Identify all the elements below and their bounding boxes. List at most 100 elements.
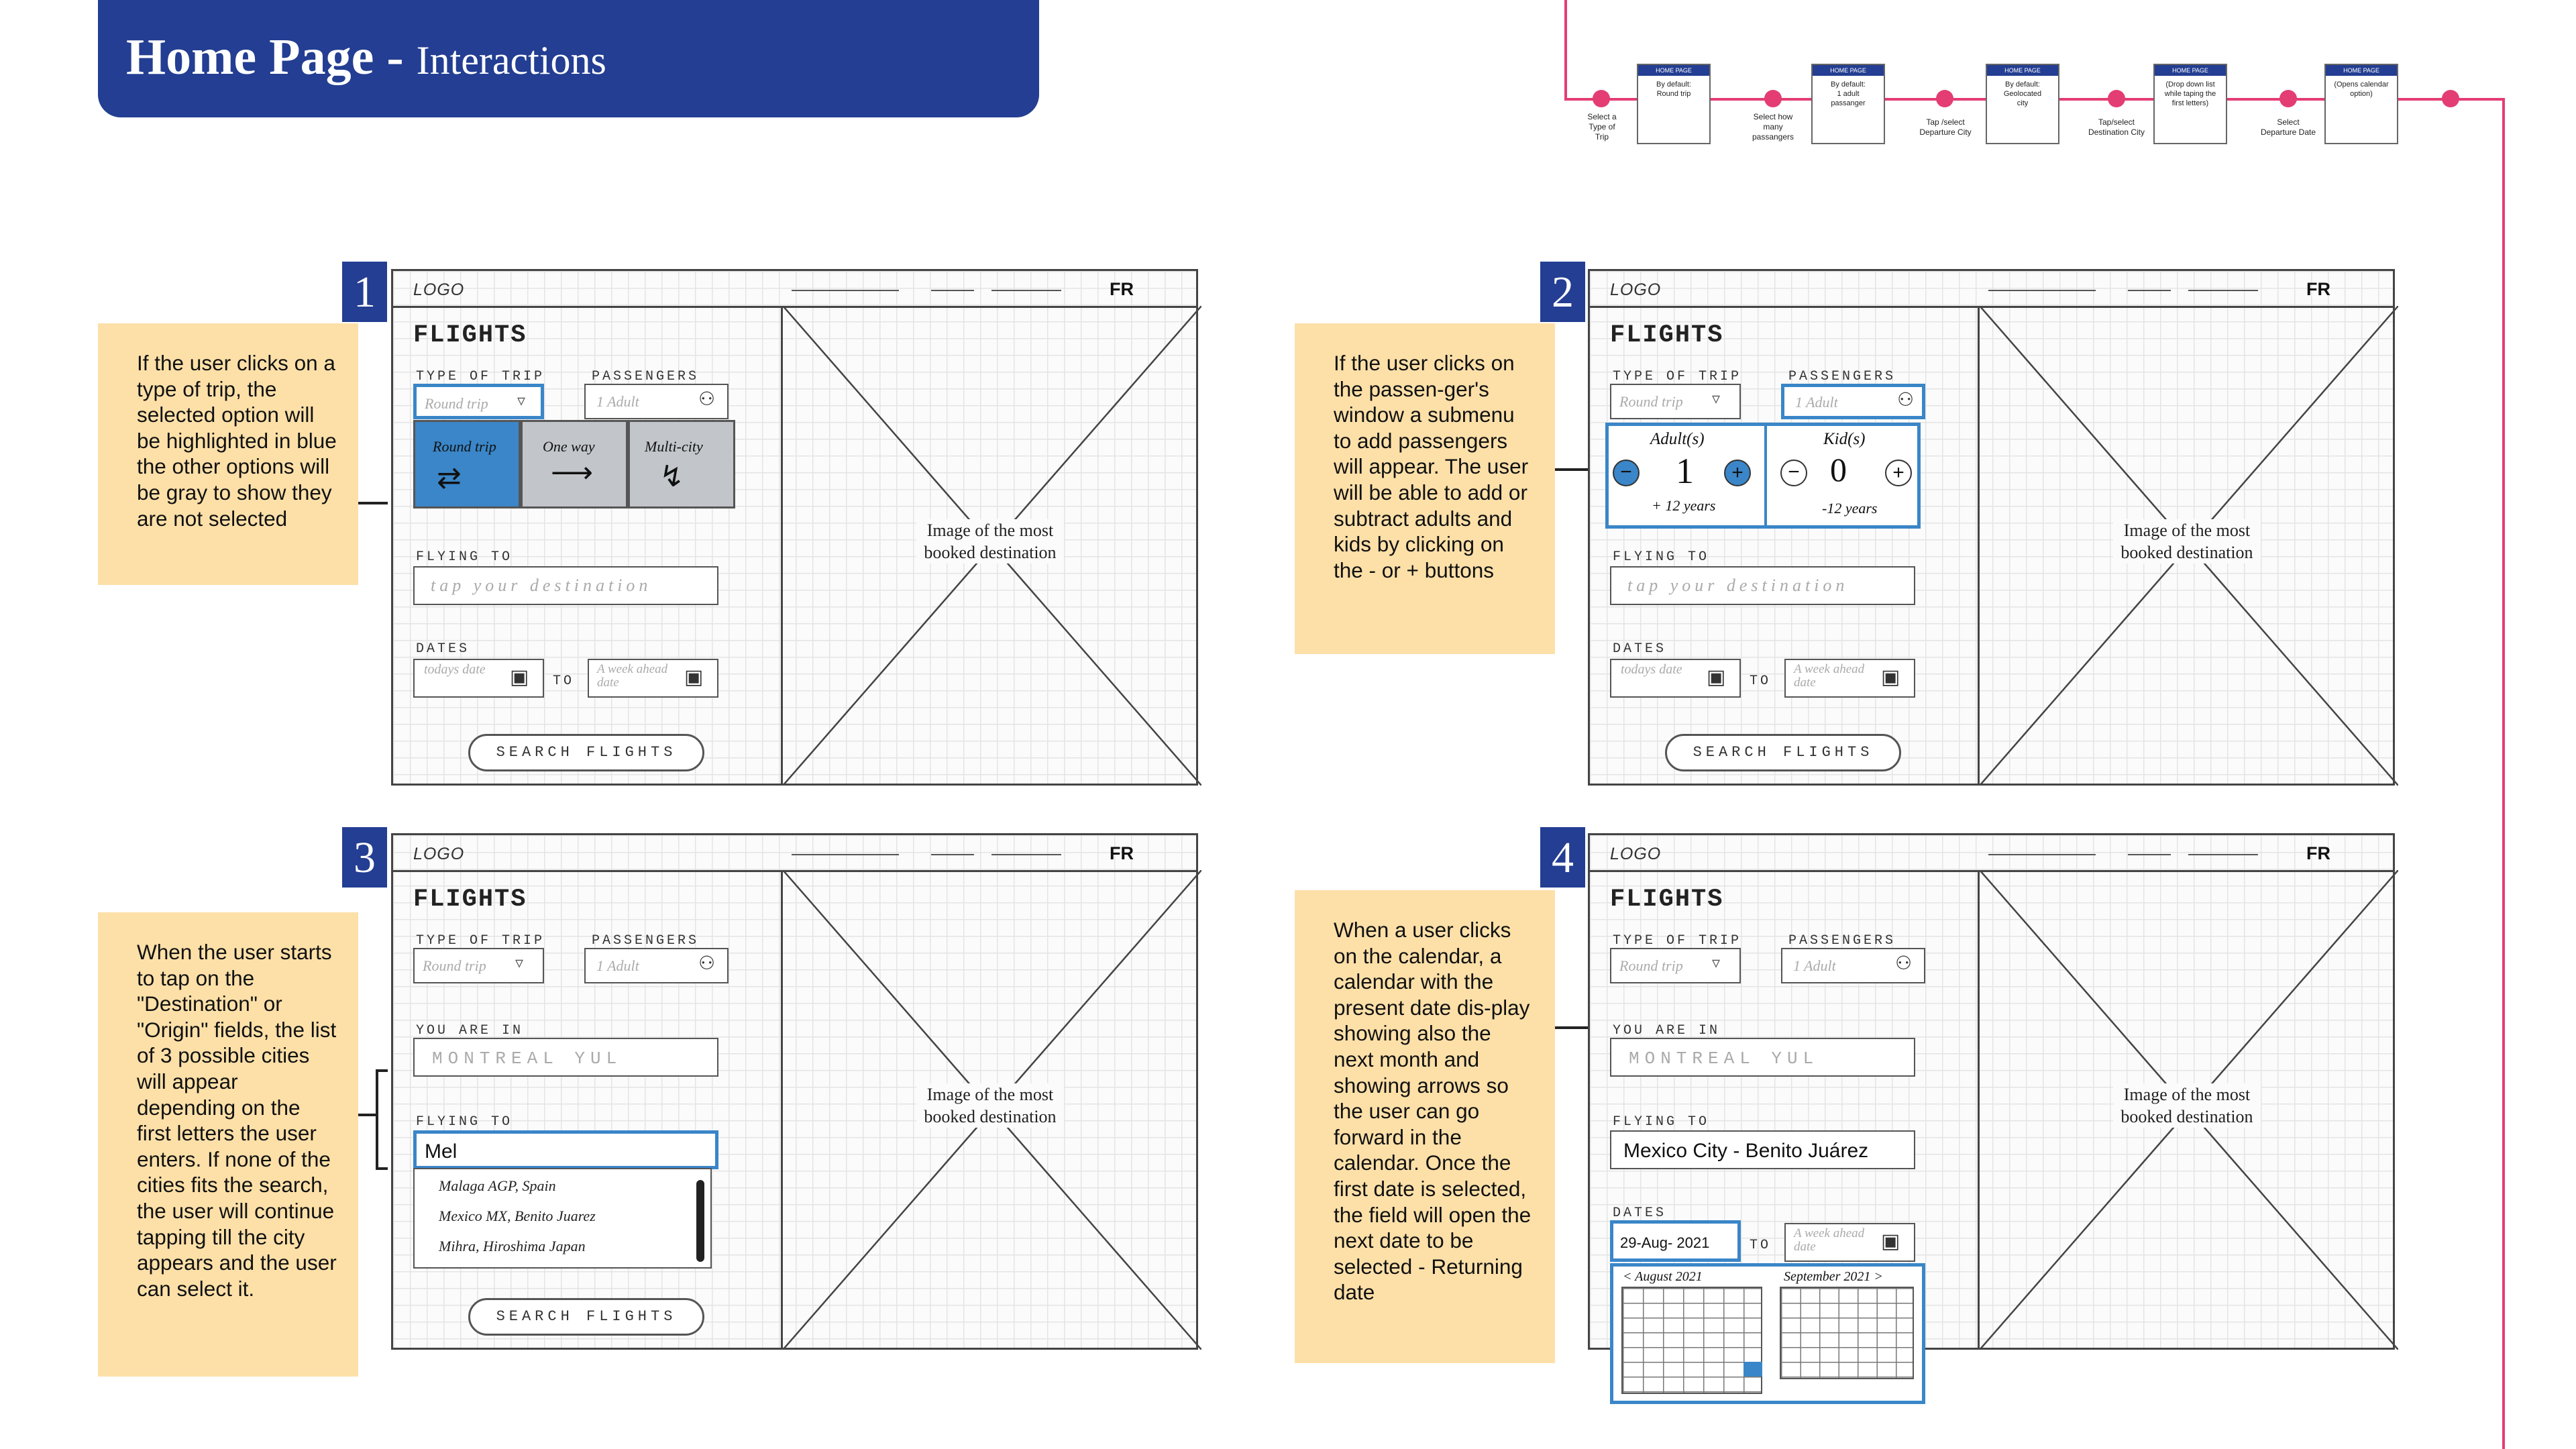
flow-box-text: By default: Round trip [1656, 80, 1691, 98]
date-from-value: 29-Aug- 2021 [1620, 1234, 1710, 1251]
title-bar: Home Page - Interactions [98, 0, 1039, 117]
wireframe-2: LOGO FR FLIGHTS TYPE OF TRIP PASSENGERS … [1588, 269, 2399, 786]
option-multi-city[interactable]: Multi-city ↯ [628, 420, 735, 508]
passengers-select[interactable]: 1 Adult ⚇ [584, 948, 729, 983]
option-label: Multi-city [645, 438, 703, 455]
search-flights-button[interactable]: SEARCH FLIGHTS [468, 734, 704, 771]
flow-box-3: HOME PAGE By default: Geolocated city [1986, 64, 2059, 144]
flow-box-text: (Drop down list while taping the first l… [2164, 80, 2216, 107]
adults-plus-button[interactable]: + [1724, 460, 1751, 486]
trip-type-select[interactable]: Round trip ▿ [413, 384, 544, 419]
date-from-input[interactable]: 29-Aug- 2021 [1610, 1220, 1741, 1262]
adults-label: Adult(s) [1650, 430, 1705, 448]
date-to-input[interactable]: A week ahead date ▣ [1784, 659, 1915, 698]
step-number-3: 3 [342, 827, 387, 888]
to-label: TO [1750, 674, 1772, 689]
calendar-icon: ▣ [1707, 666, 1726, 688]
trip-type-select[interactable]: Round trip ▿ [1610, 948, 1741, 983]
calendar-grid-august[interactable] [1621, 1287, 1762, 1394]
flow-step-5: Select Departure Date [2260, 117, 2316, 137]
search-flights-button[interactable]: SEARCH FLIGHTS [468, 1298, 704, 1336]
flow-box-text: By default: Geolocated city [2003, 80, 2042, 107]
kids-minus-button[interactable]: − [1780, 460, 1807, 486]
origin-input[interactable]: MONTREAL YUL [413, 1038, 718, 1077]
note-text: When the user starts to tap on the "Dest… [137, 940, 337, 1301]
destination-input[interactable]: tap your destination [1610, 566, 1915, 605]
wf-logo: LOGO [1610, 280, 1662, 299]
kids-plus-button[interactable]: + [1885, 460, 1912, 486]
passengers-select[interactable]: 1 Adult ⚇ [1781, 384, 1925, 419]
calendar-icon: ▣ [1881, 666, 1900, 688]
calendar-month-next[interactable]: September 2021 > [1784, 1269, 1883, 1284]
calendar-grid-september[interactable] [1780, 1287, 1914, 1379]
flow-dot [2108, 90, 2125, 107]
image-caption: Image of the most booked destination [916, 519, 1064, 564]
passengers-label: PASSENGERS [592, 369, 700, 384]
date-from-input[interactable]: todays date ▣ [413, 659, 544, 698]
city-suggestion[interactable]: Mihra, Hiroshima Japan [439, 1238, 586, 1254]
pax-value: 1 Adult [1793, 957, 1836, 974]
option-one-way[interactable]: One way ⟶ [521, 420, 628, 508]
flights-heading: FLIGHTS [413, 885, 527, 914]
calendar-icon: ▣ [510, 666, 529, 688]
flow-box-1: HOME PAGE By default: Round trip [1637, 64, 1711, 144]
nav-line [1988, 290, 2096, 291]
wf-logo: LOGO [1610, 845, 1662, 863]
passengers-select[interactable]: 1 Adult ⚇ [1781, 948, 1925, 983]
you-are-in-label: YOU ARE IN [1613, 1023, 1721, 1038]
wireframe-4: LOGO FR FLIGHTS TYPE OF TRIP PASSENGERS … [1588, 833, 2399, 1404]
city-suggestion[interactable]: Malaga AGP, Spain [439, 1177, 556, 1194]
pax-value: 1 Adult [596, 393, 639, 410]
city-suggestion[interactable]: Mexico MX, Benito Juarez [439, 1208, 596, 1224]
destination-input[interactable]: Mel [413, 1130, 718, 1169]
connector-bracket [376, 1167, 388, 1170]
flow-box-text: By default: 1 adult passanger [1831, 80, 1866, 107]
calendar-popup: < August 2021 September 2021 > [1610, 1263, 1925, 1404]
language-button[interactable]: FR [2306, 279, 2330, 299]
destination-placeholder: tap your destination [431, 576, 652, 595]
chevron-down-icon: ▿ [1712, 390, 1721, 408]
language-button[interactable]: FR [2306, 843, 2330, 863]
flow-dot [1764, 90, 1782, 107]
passengers-label: PASSENGERS [1788, 933, 1896, 949]
wf-header [1590, 835, 2393, 872]
title-subtitle: Interactions [416, 38, 606, 83]
date-from-placeholder: todays date [1621, 662, 1682, 677]
trip-type-select[interactable]: Round trip ▿ [413, 948, 544, 983]
flights-heading: FLIGHTS [1610, 885, 1724, 914]
origin-input[interactable]: MONTREAL YUL [1610, 1038, 1915, 1077]
adults-minus-button[interactable]: − [1613, 460, 1640, 486]
note-text: If the user clicks on a type of trip, th… [137, 351, 337, 531]
chevron-down-icon: ▿ [515, 954, 524, 972]
calendar-icon: ▣ [684, 666, 704, 688]
origin-value: MONTREAL YUL [432, 1049, 623, 1069]
submenu-divider [1764, 426, 1767, 525]
date-to-placeholder: A week ahead date [1794, 1226, 1865, 1254]
note-text: When a user clicks on the calendar, a ca… [1334, 918, 1532, 1305]
date-to-input[interactable]: A week ahead date ▣ [588, 659, 718, 698]
language-button[interactable]: FR [1110, 843, 1134, 863]
selected-date-cell[interactable] [1743, 1362, 1762, 1377]
connector-bracket [376, 1069, 378, 1170]
step-number-2: 2 [1540, 262, 1585, 322]
language-button[interactable]: FR [1110, 279, 1134, 299]
to-label: TO [1750, 1238, 1772, 1253]
search-flights-button[interactable]: SEARCH FLIGHTS [1665, 734, 1901, 771]
trip-value: Round trip [423, 957, 486, 974]
date-from-input[interactable]: todays date ▣ [1610, 659, 1741, 698]
nav-line [2188, 854, 2258, 855]
destination-input[interactable]: tap your destination [413, 566, 718, 605]
option-round-trip[interactable]: Round trip ⇄ [413, 420, 521, 508]
kids-label: Kid(s) [1823, 430, 1866, 448]
destination-placeholder: tap your destination [1627, 576, 1849, 595]
flights-heading: FLIGHTS [413, 321, 527, 350]
dropdown-scrollbar[interactable] [696, 1180, 704, 1262]
passengers-label: PASSENGERS [592, 933, 700, 949]
passengers-select[interactable]: 1 Adult ⚇ [584, 384, 729, 419]
destination-input[interactable]: Mexico City - Benito Juárez [1610, 1130, 1915, 1169]
nav-line [792, 854, 899, 855]
trip-value: Round trip [1619, 957, 1683, 974]
date-to-input[interactable]: A week ahead date ▣ [1784, 1223, 1915, 1262]
calendar-month-current[interactable]: < August 2021 [1623, 1269, 1703, 1284]
trip-type-select[interactable]: Round trip ▿ [1610, 384, 1741, 419]
